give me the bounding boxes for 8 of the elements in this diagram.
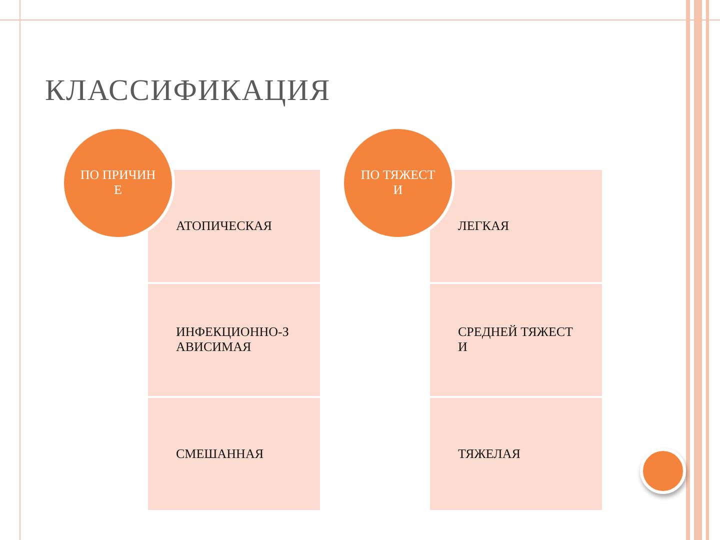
decorative-circle [640,448,686,494]
category-circle: ПО ТЯЖЕСТИ [341,126,455,240]
category-box: СМЕШАННАЯ [148,398,320,510]
category-circle: ПО ПРИЧИНЕ [61,126,175,240]
slide-title: КЛАССИФИКАЦИЯ [45,74,331,108]
category-box: ИНФЕКЦИОННО-ЗАВИСИМАЯ [148,284,320,396]
category-box: ТЯЖЕЛАЯ [430,398,602,510]
category-box: СРЕДНЕЙ ТЯЖЕСТИ [430,284,602,396]
